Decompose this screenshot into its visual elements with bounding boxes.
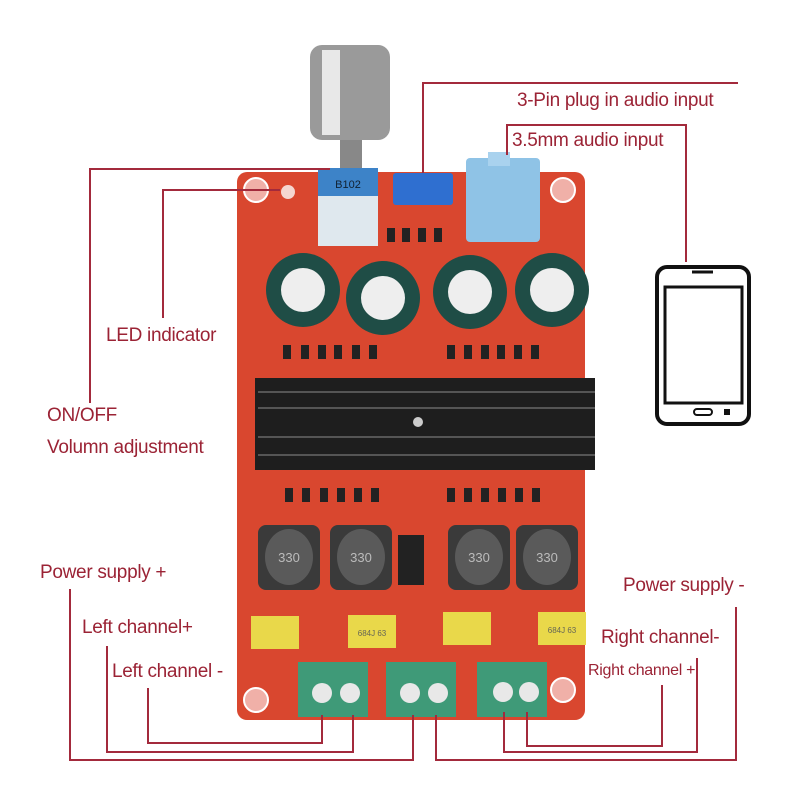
label-three-pin-input: 3-Pin plug in audio input: [517, 90, 714, 111]
svg-text:684J 63: 684J 63: [548, 626, 577, 635]
svg-text:B102: B102: [335, 179, 361, 191]
led-indicator: [281, 185, 295, 199]
electrolytic-capacitors: [266, 253, 589, 335]
annotation-lines: [69, 82, 738, 761]
volume-knob: B102: [310, 45, 390, 246]
svg-text:330: 330: [468, 550, 490, 565]
inductors: 330 330 330 330: [258, 525, 578, 590]
label-on-off: ON/OFF: [47, 405, 117, 426]
label-jack-input: 3.5mm audio input: [512, 130, 664, 151]
label-power-plus: Power supply +: [40, 562, 167, 583]
audio-jack: [466, 158, 540, 242]
label-left-plus: Left channel+: [82, 617, 193, 638]
three-pin-connector: [393, 173, 453, 205]
smartphone-icon: [655, 265, 751, 426]
label-right-minus: Right channel-: [601, 627, 720, 648]
label-left-minus: Left channel -: [112, 661, 223, 682]
label-volume: Volumn adjustment: [47, 437, 204, 458]
svg-text:684J 63: 684J 63: [358, 629, 387, 638]
label-led-indicator: LED indicator: [106, 325, 217, 346]
label-power-minus: Power supply -: [623, 575, 745, 596]
film-capacitors: 684J 63 684J 63: [251, 612, 586, 649]
screw-terminals: [298, 662, 547, 717]
svg-text:330: 330: [350, 550, 372, 565]
heatsink: [255, 378, 595, 470]
label-right-plus: Right channel +: [588, 662, 696, 679]
svg-text:330: 330: [278, 550, 300, 565]
svg-text:330: 330: [536, 550, 558, 565]
